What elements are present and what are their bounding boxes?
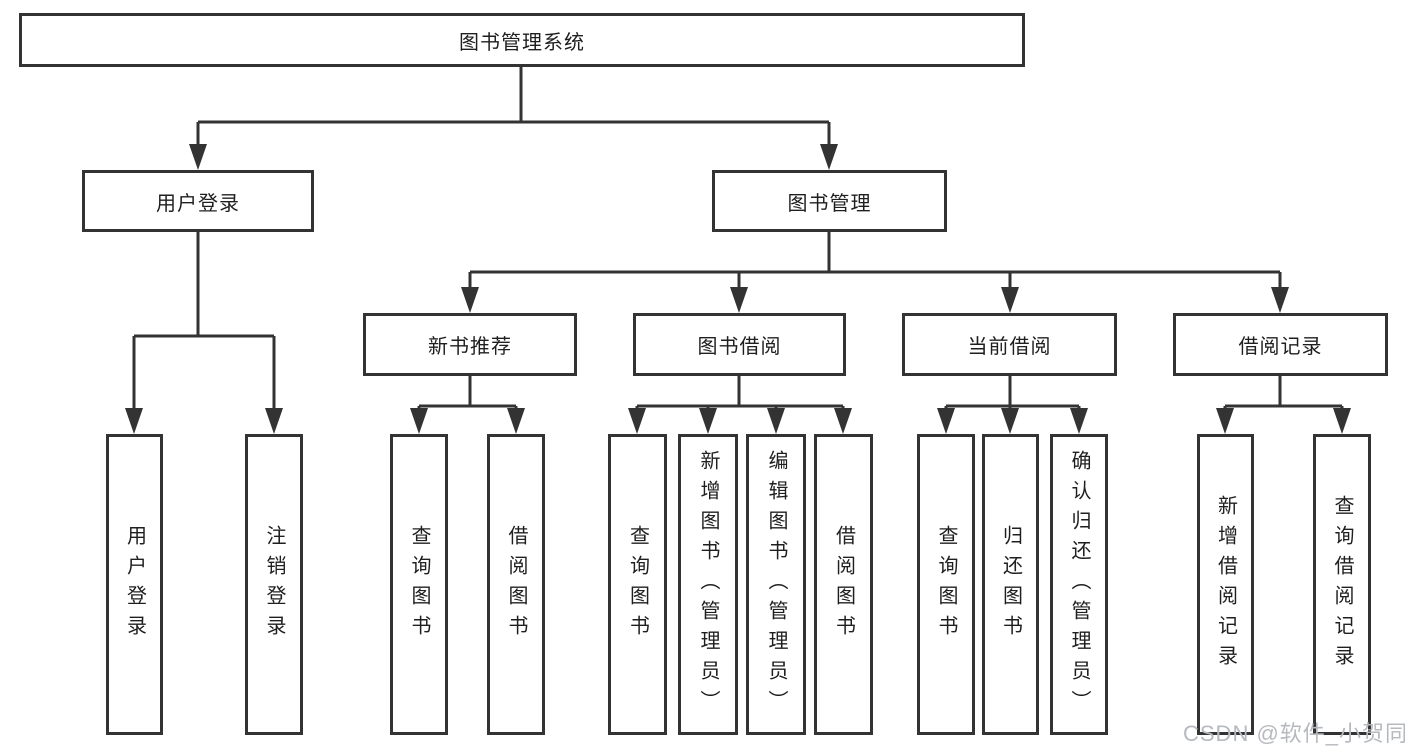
node-new-book-recommend: 新书推荐: [363, 313, 577, 376]
node-query-books-borrow: 查询图书: [608, 434, 667, 735]
node-add-book-admin: 新增图书（管理员）: [678, 434, 738, 735]
node-book-management: 图书管理: [712, 170, 947, 232]
node-edit-book-admin: 编辑图书（管理员）: [746, 434, 806, 735]
node-return-books: 归还图书: [982, 434, 1039, 735]
node-query-borrow-record: 查询借阅记录: [1313, 434, 1371, 735]
node-confirm-return-admin: 确认归还（管理员）: [1050, 434, 1108, 735]
watermark: CSDN @软件_小贺同学: [1183, 721, 1405, 746]
node-query-books-current: 查询图书: [917, 434, 975, 735]
node-query-books-recommend: 查询图书: [390, 434, 448, 735]
node-add-borrow-record: 新增借阅记录: [1197, 434, 1254, 735]
node-book-borrow: 图书借阅: [633, 313, 846, 376]
node-borrow-records: 借阅记录: [1173, 313, 1388, 376]
node-user-login: 用户登录: [82, 170, 314, 232]
node-borrow-books-leaf: 借阅图书: [814, 434, 873, 735]
node-current-borrow: 当前借阅: [902, 313, 1117, 376]
node-user-login-leaf: 用户登录: [106, 434, 163, 735]
node-borrow-books-recommend: 借阅图书: [487, 434, 545, 735]
node-logout: 注销登录: [245, 434, 303, 735]
node-root: 图书管理系统: [19, 13, 1025, 67]
